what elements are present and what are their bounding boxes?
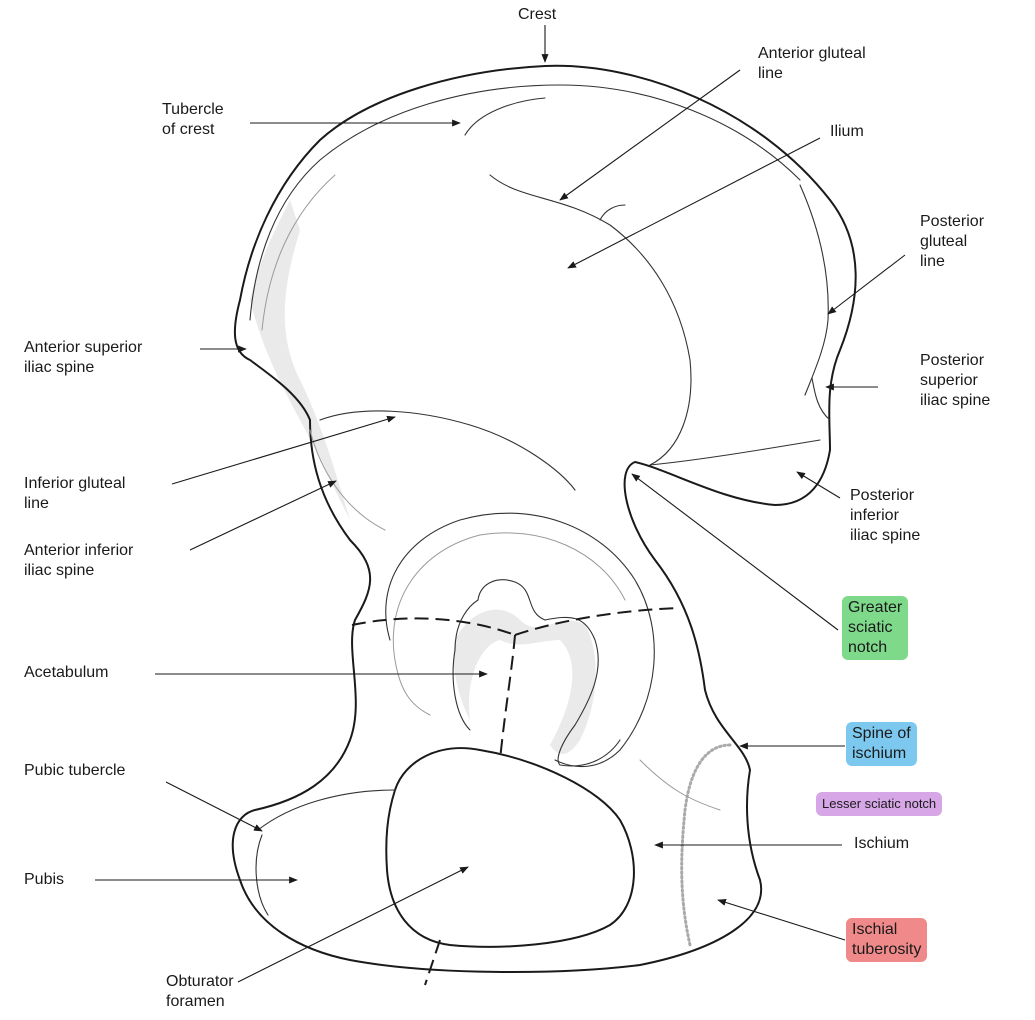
triradiate-suture-down (500, 635, 515, 760)
leader-ischial-tuberosity (718, 900, 845, 940)
inferior-gluteal-line (320, 411, 575, 490)
leader-obturator-foramen (238, 867, 468, 982)
ilium-shading (250, 200, 350, 520)
psis-contour (812, 378, 830, 420)
label-greater-sciatic-notch: Greater sciatic notch (842, 596, 908, 660)
pubic-ramus-border (258, 790, 395, 830)
acetabular-rim-lower (395, 660, 430, 715)
leader-anterior-gluteal-line (560, 70, 740, 200)
ischiopubic-suture (425, 940, 440, 985)
sciatic-notch-upper-edge (650, 440, 820, 465)
crest-inner-lip (250, 85, 800, 320)
obturator-foramen (386, 748, 634, 947)
label-inferior-gluteal-line: Inferior gluteal line (24, 474, 125, 514)
label-ilium: Ilium (830, 122, 864, 142)
anterior-gluteal-line-branch (600, 205, 625, 220)
label-crest: Crest (518, 5, 556, 25)
label-anterior-superior-iliac-spine: Anterior superior iliac spine (24, 338, 142, 378)
label-pubis: Pubis (24, 870, 64, 890)
ischium-inner-line (640, 760, 720, 810)
label-lesser-sciatic-notch: Lesser sciatic notch (816, 792, 942, 816)
label-posterior-superior-iliac-spine: Posterior superior iliac spine (920, 351, 990, 411)
anterior-gluteal-line (490, 175, 691, 465)
label-obturator-foramen: Obturator foramen (166, 972, 234, 1012)
leader-ilium (568, 138, 820, 268)
leader-posterior-inferior-iliac-spine (797, 472, 840, 498)
label-anterior-inferior-iliac-spine: Anterior inferior iliac spine (24, 541, 133, 581)
label-ischial-tuberosity: Ischial tuberosity (846, 918, 927, 962)
label-pubic-tubercle: Pubic tubercle (24, 761, 125, 781)
label-ischium: Ischium (854, 834, 909, 854)
label-acetabulum: Acetabulum (24, 663, 109, 683)
hip-bone-outline (233, 66, 856, 972)
leader-posterior-gluteal-line (828, 255, 905, 314)
tubercle-of-crest-contour (465, 98, 545, 135)
label-posterior-gluteal-line: Posterior gluteal line (920, 212, 984, 272)
label-posterior-inferior-iliac-spine: Posterior inferior iliac spine (850, 486, 920, 546)
posterior-gluteal-line (800, 185, 828, 395)
leader-inferior-gluteal-line (172, 417, 395, 484)
label-anterior-gluteal-line: Anterior gluteal line (758, 44, 866, 84)
leader-pubic-tubercle (166, 782, 262, 831)
leader-anterior-inferior-iliac-spine (190, 481, 336, 550)
pubis-inner-line (256, 835, 268, 915)
label-tubercle-of-crest: Tubercle of crest (162, 100, 224, 140)
label-spine-of-ischium: Spine of ischium (846, 722, 917, 766)
